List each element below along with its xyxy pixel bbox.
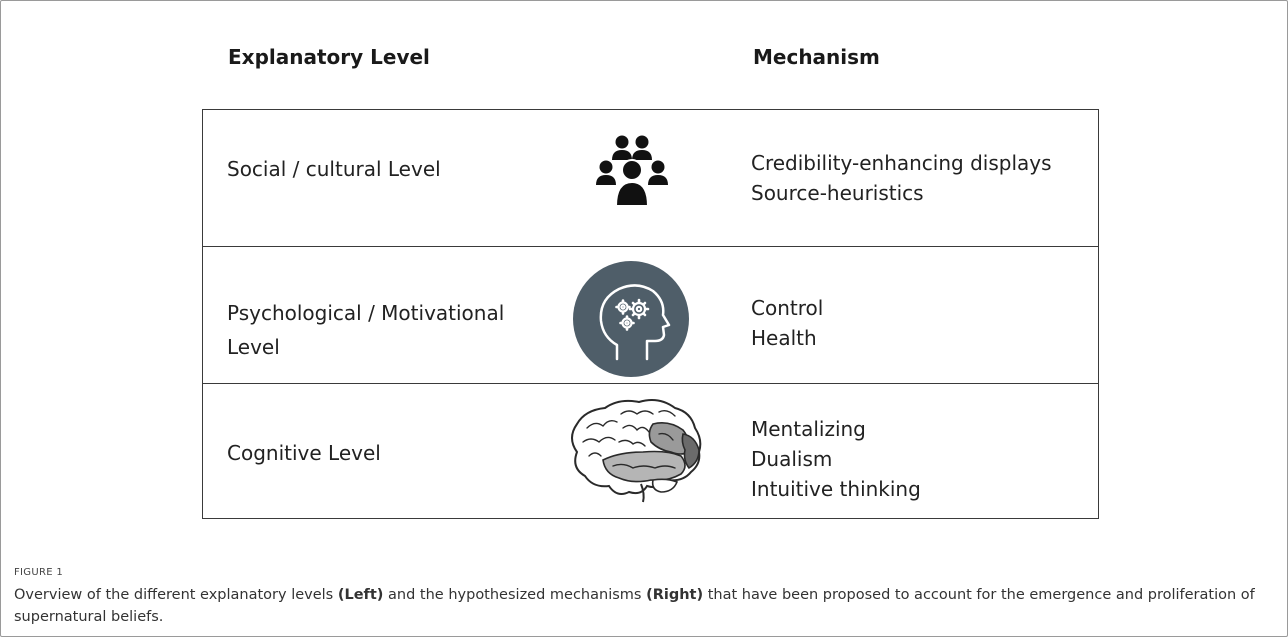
header-explanatory-level: Explanatory Level	[228, 45, 430, 69]
levels-table: Social / cultural Level	[202, 109, 1099, 519]
caption-bold-left: (Left)	[337, 587, 384, 603]
mechanism-item: Control	[751, 296, 824, 320]
mechanism-item: Credibility-enhancing displays	[751, 151, 1052, 175]
head-gears-icon	[573, 261, 689, 377]
mechanism-list: Credibility-enhancing displays Source-he…	[751, 148, 1052, 208]
caption-text: that have been proposed to account for t…	[14, 587, 1255, 625]
mechanism-item: Health	[751, 326, 817, 350]
mechanism-item: Intuitive thinking	[751, 477, 921, 501]
header-mechanism: Mechanism	[753, 45, 880, 69]
mechanism-list: Mentalizing Dualism Intuitive thinking	[751, 414, 921, 504]
mechanism-item: Source-heuristics	[751, 181, 924, 205]
row-social-cultural: Social / cultural Level	[203, 110, 1098, 247]
row-psychological-motivational: Psychological / Motivational Level	[203, 247, 1098, 384]
figure-label: FIGURE 1	[14, 567, 63, 578]
mechanism-item: Mentalizing	[751, 417, 866, 441]
caption-bold-right: (Right)	[646, 587, 704, 603]
mechanism-list: Control Health	[751, 293, 823, 353]
mechanism-item: Dualism	[751, 447, 833, 471]
brain-icon	[571, 399, 702, 503]
caption-text: and the hypothesized mechanisms	[383, 587, 647, 603]
caption-text: Overview of the different explanatory le…	[14, 587, 338, 603]
level-label: Cognitive Level	[227, 441, 381, 465]
level-label: Psychological / Motivational Level	[227, 301, 505, 359]
people-group-icon	[596, 135, 668, 206]
level-label: Social / cultural Level	[227, 157, 441, 181]
row-cognitive: Cognitive Level	[203, 384, 1098, 517]
figure-caption: Overview of the different explanatory le…	[14, 584, 1264, 628]
